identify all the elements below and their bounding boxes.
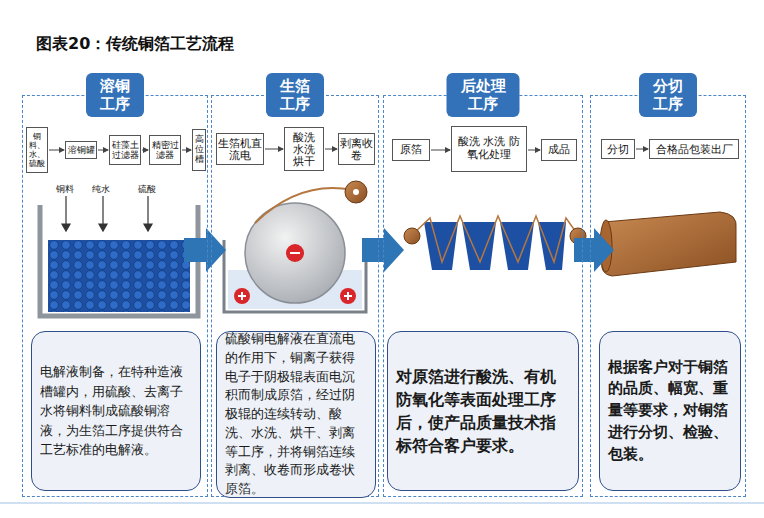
process-step: 高位槽 [192, 129, 206, 171]
process-step: 酸洗 水洗 防氧化处理 [451, 126, 527, 172]
process-step: 生箔机直流电 [216, 133, 264, 165]
flow-arrow [98, 150, 108, 151]
process-step: 硅藻土过滤器 [109, 135, 141, 165]
step-text: 对原箔进行酸洗、有机防氧化等表面处理工序后，使产品质量技术指标符合客户要求。 [396, 365, 570, 458]
electrolyte [48, 240, 190, 312]
copper-foil [602, 212, 736, 276]
stage-description: 根据客户对于铜箔的品质、幅宽、重量等要求，对铜箔进行分切、检验、包装。 [599, 331, 741, 491]
step-text: 铜料、水、硫酸 [28, 132, 46, 169]
step-text: 分切 [607, 143, 629, 155]
flow-arrow [49, 150, 64, 151]
step-text: 剥离收卷 [340, 137, 373, 161]
flow-arrow [265, 149, 283, 150]
stage-description: 对原箔进行酸洗、有机防氧化等表面处理工序后，使产品质量技术指标符合客户要求。 [387, 331, 579, 491]
step-text: 硅藻土过滤器 [111, 140, 139, 161]
process-step: 酸洗 水洗 烘干 [284, 127, 324, 171]
tank [40, 205, 198, 316]
step-text: 电解液制备，在特种造液槽罐内，用硫酸、去离子水将铜料制成硫酸铜溶液，为生箔工序提… [40, 362, 192, 460]
process-step: 精密过滤器 [149, 135, 181, 165]
flow-arrow [636, 149, 648, 150]
stage-description: 电解液制备，在特种造液槽罐内，用硫酸、去离子水将铜料制成硫酸铜溶液，为生箔工序提… [31, 331, 201, 491]
step-text: 硫酸铜电解液在直流电的作用下，铜离子获得电子于阴极辊表面电沉积而制成原箔，经过阴… [225, 330, 367, 499]
flow-arrow [182, 150, 191, 151]
flow-arrow [528, 150, 540, 151]
process-step: 原箔 [392, 139, 430, 161]
material-label: 铜料 [56, 183, 74, 196]
process-stage: 分切 工序分切合格品包装出厂根据客户对于铜箔的品质、幅宽、重量等要求，对铜箔进行… [590, 95, 746, 497]
step-text: 精密过滤器 [151, 140, 179, 161]
step-text: 酸洗 水洗 防氧化处理 [453, 136, 525, 161]
process-step: 剥离收卷 [338, 133, 375, 165]
step-text: 高位槽 [195, 135, 204, 165]
stage-arrows [184, 228, 614, 272]
process-step: 成品 [541, 139, 577, 161]
stage-heading: 后处理 工序 [447, 73, 520, 117]
process-step: 铜料、水、硫酸 [26, 127, 48, 173]
step-text: 酸洗 水洗 烘干 [286, 131, 322, 167]
chart-title: 图表20：传统铜箔工艺流程 [36, 34, 234, 55]
stage-heading: 溶铜 工序 [86, 73, 144, 117]
process-stage: 后处理 工序原箔酸洗 水洗 防氧化处理成品对原箔进行酸洗、有机防氧化等表面处理工… [383, 95, 583, 497]
step-text: 根据客户对于铜箔的品质、幅宽、重量等要求，对铜箔进行分切、检验、包装。 [608, 357, 732, 466]
process-stage: 溶铜 工序铜料、水、硫酸溶铜罐硅藻土过滤器精密过滤器高位槽电解液制备，在特种造液… [22, 95, 208, 497]
stage-heading: 生箔 工序 [266, 73, 324, 117]
stage-heading: 分切 工序 [639, 73, 697, 117]
flow-arrow [142, 150, 148, 151]
material-label: 纯水 [92, 183, 110, 196]
feed-arrows [62, 196, 152, 231]
step-text: 成品 [548, 144, 570, 157]
foil-strip [255, 188, 352, 223]
foil-roll [345, 181, 367, 203]
step-text: 合格品包装出厂 [656, 143, 733, 155]
stage-description: 硫酸铜电解液在直流电的作用下，铜离子获得电子于阴极辊表面电沉积而制成原箔，经过阴… [216, 331, 376, 498]
step-text: 原箔 [400, 144, 422, 157]
step-text: 生箔机直流电 [218, 137, 262, 161]
footer-rule [0, 502, 764, 504]
flow-arrow [431, 150, 450, 151]
step-text: 溶铜罐 [68, 145, 95, 155]
treatment-baths [404, 216, 586, 270]
process-step: 溶铜罐 [65, 141, 97, 159]
material-label: 硫酸 [138, 183, 156, 196]
flow-arrow [325, 149, 337, 150]
process-step: 合格品包装出厂 [649, 139, 739, 159]
electrodes [234, 244, 356, 304]
process-stage: 生箔 工序生箔机直流电酸洗 水洗 烘干剥离收卷硫酸铜电解液在直流电的作用下，铜离… [211, 95, 379, 497]
process-step: 分切 [601, 139, 635, 159]
